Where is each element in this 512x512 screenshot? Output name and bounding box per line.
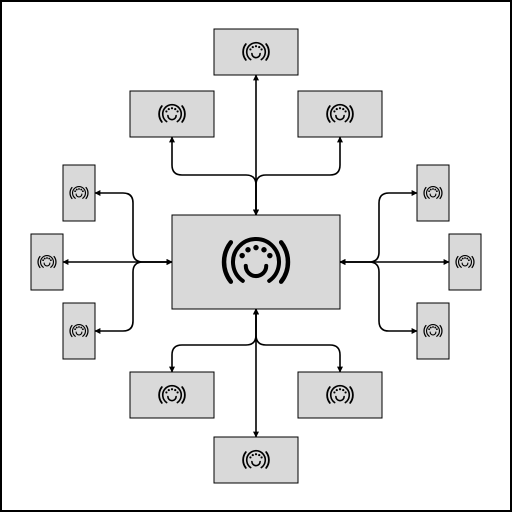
node-bottom-left-box: [129, 371, 215, 419]
node-top-right-box: [297, 90, 383, 138]
node-right-lower-box: [416, 302, 450, 360]
smiley-dial-icon: [423, 323, 443, 338]
node-top-right: [297, 90, 383, 138]
node-top: [213, 28, 299, 76]
node-right-lower: [416, 302, 450, 360]
node-left-box: [30, 233, 64, 291]
arrow-node-top-left: [169, 136, 259, 216]
hub-box: [171, 214, 341, 310]
smiley-dial-icon: [69, 185, 89, 200]
boxes: [30, 28, 482, 484]
arrow-node-bottom-left: [169, 308, 259, 373]
arrow-node-bottom-right: [253, 308, 343, 373]
smiley-dial-icon: [326, 384, 354, 404]
smiley-dial-icon: [158, 103, 186, 123]
smiley-dial-icon: [69, 323, 89, 338]
node-right-upper: [416, 164, 450, 222]
smiley-dial-icon: [423, 185, 443, 200]
node-top-left: [129, 90, 215, 138]
node-bottom-right-box: [297, 371, 383, 419]
node-bottom-right: [297, 371, 383, 419]
arrow-node-left-upper: [94, 190, 173, 265]
node-left: [30, 233, 64, 291]
node-left-lower-box: [62, 302, 96, 360]
node-bottom-left: [129, 371, 215, 419]
node-bottom-box: [213, 436, 299, 484]
node-top-box: [213, 28, 299, 76]
smiley-dial-icon: [158, 384, 186, 404]
node-right-box: [448, 233, 482, 291]
node-bottom: [213, 436, 299, 484]
smiley-dial-icon: [37, 254, 57, 269]
smiley-dial-icon: [221, 236, 291, 284]
node-top-left-box: [129, 90, 215, 138]
smiley-dial-icon: [326, 103, 354, 123]
hub: [171, 214, 341, 310]
arrow-node-right-upper: [339, 190, 418, 265]
smiley-dial-icon: [242, 41, 270, 61]
node-left-upper: [62, 164, 96, 222]
arrow-node-top-right: [253, 136, 343, 216]
node-left-upper-box: [62, 164, 96, 222]
arrow-node-right-lower: [339, 259, 418, 334]
node-right: [448, 233, 482, 291]
node-left-lower: [62, 302, 96, 360]
smiley-dial-icon: [242, 449, 270, 469]
arrow-node-left-lower: [94, 259, 173, 334]
connectors: [62, 74, 450, 438]
node-right-upper-box: [416, 164, 450, 222]
smiley-dial-icon: [455, 254, 475, 269]
